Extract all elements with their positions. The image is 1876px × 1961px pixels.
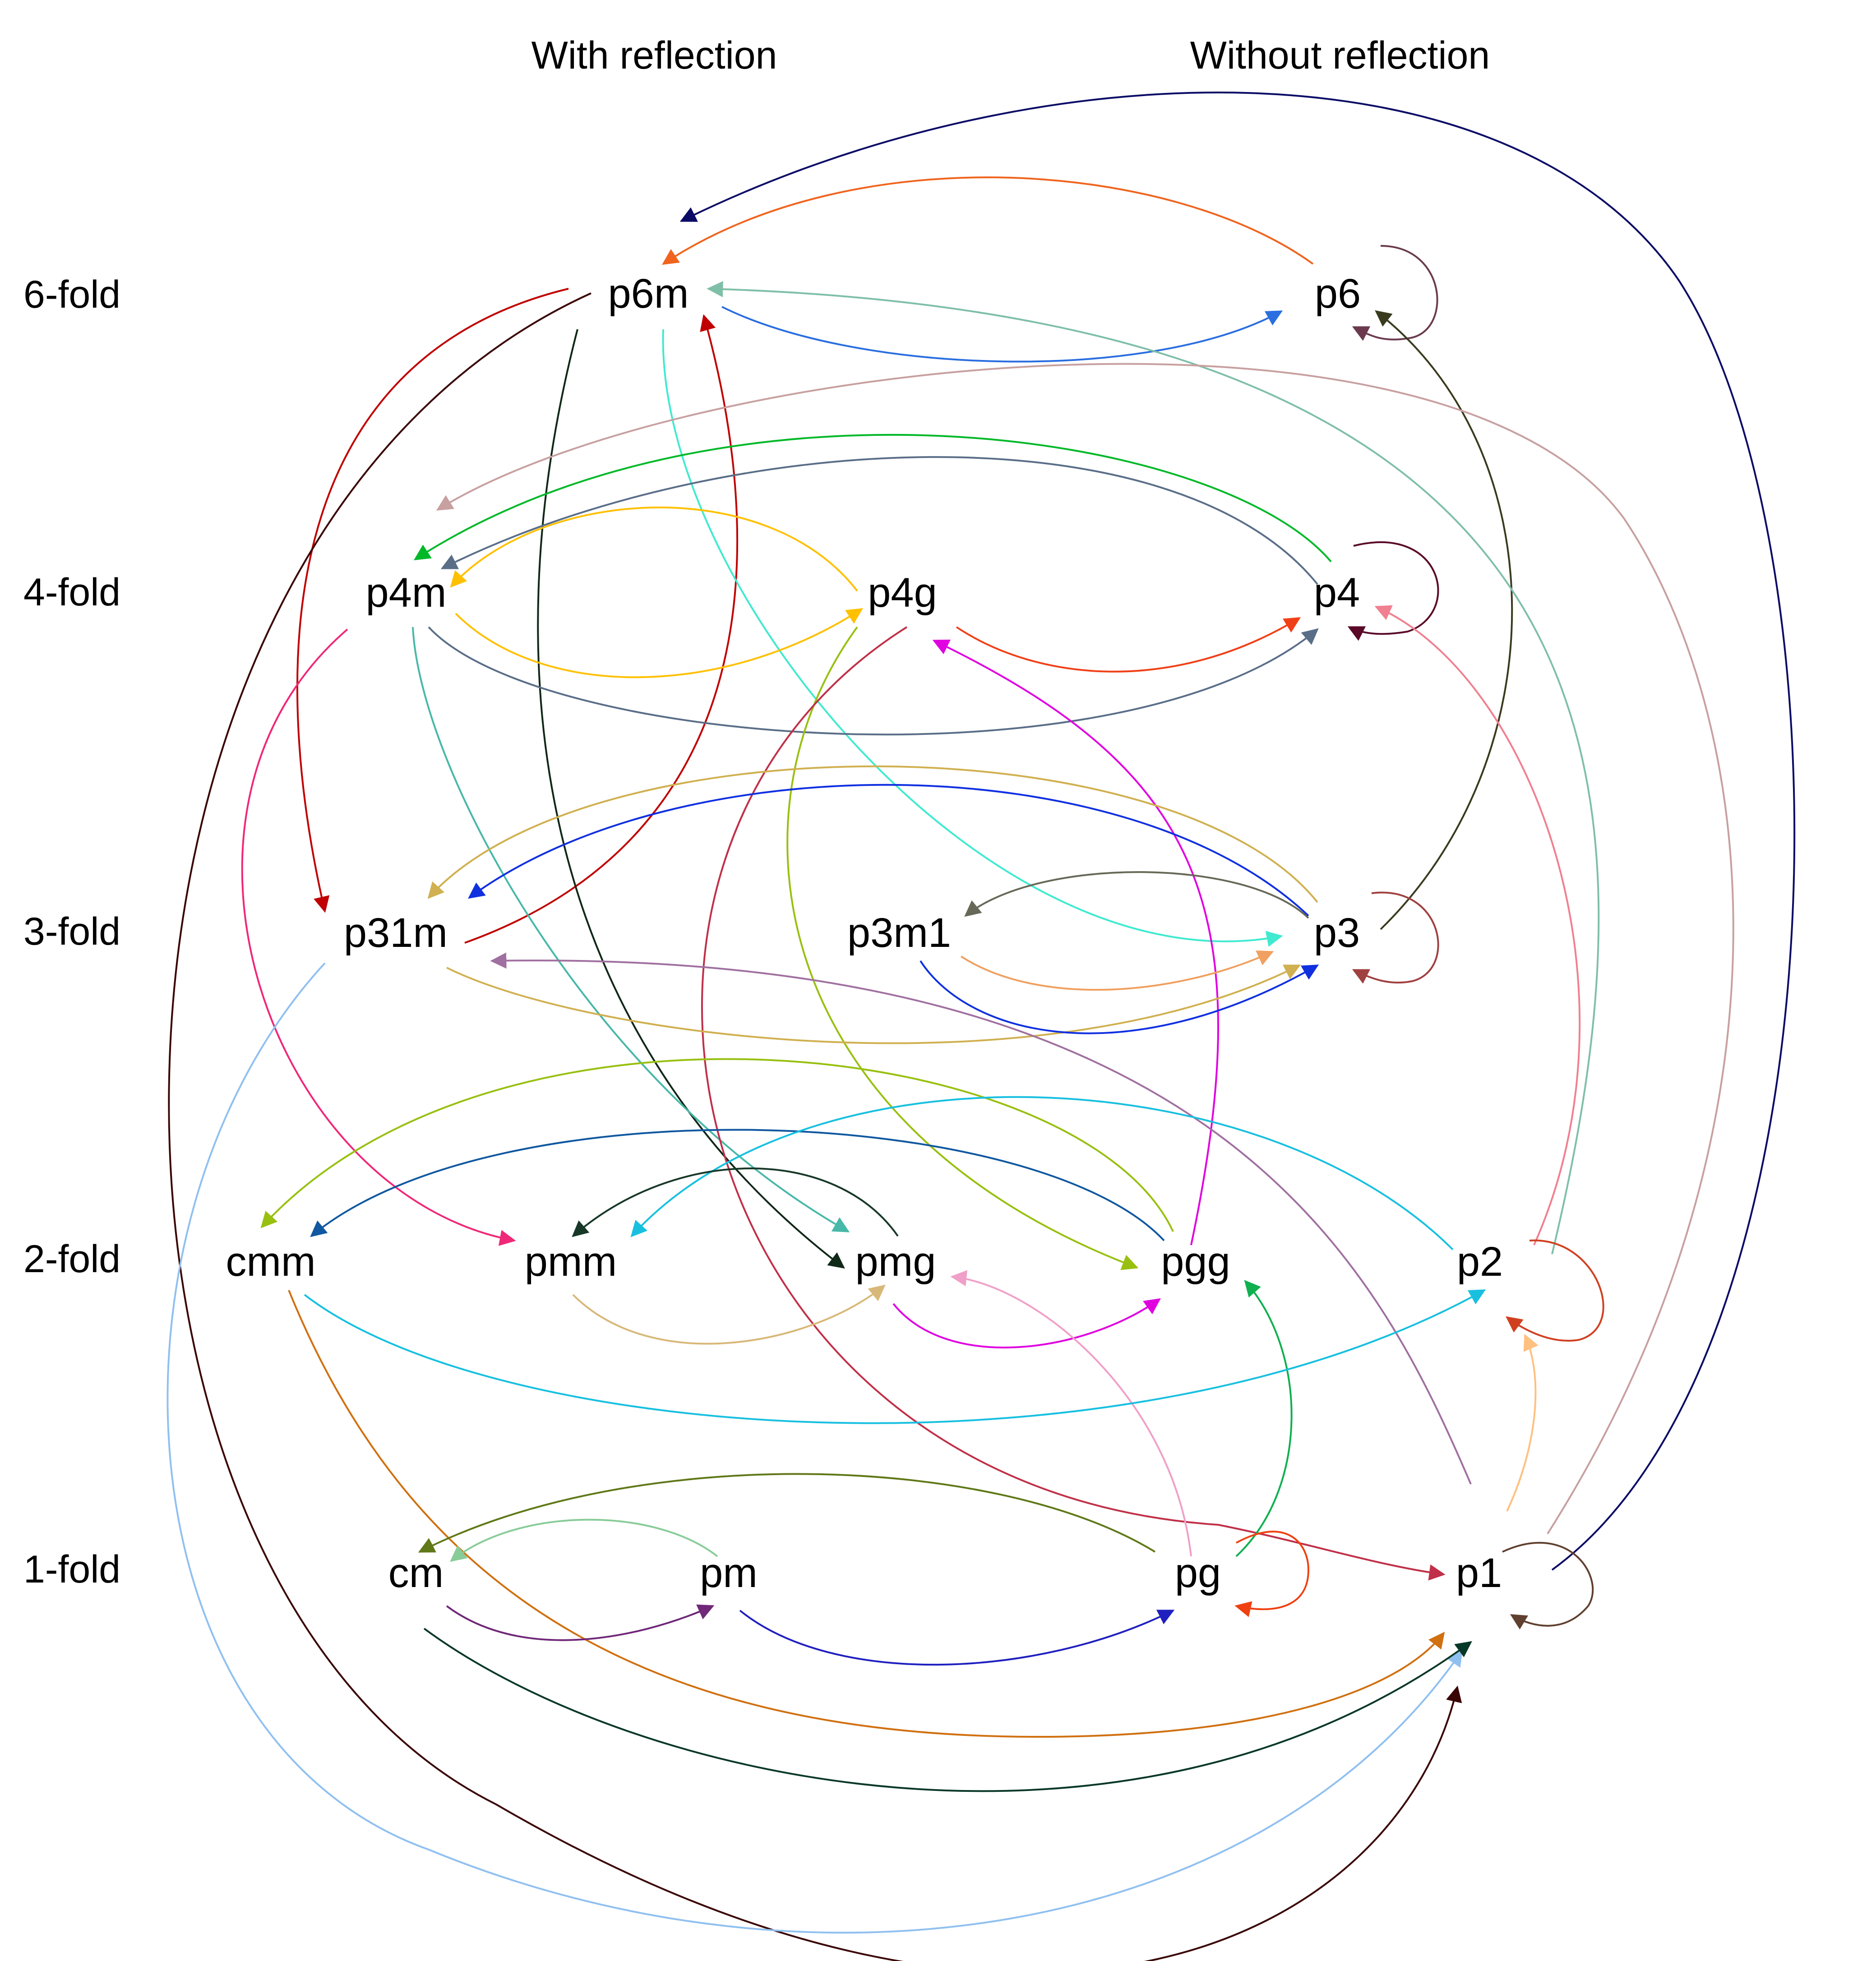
node-pmg: pmg <box>855 1239 936 1285</box>
node-cm: cm <box>388 1550 444 1596</box>
edge-p4-to-p4 <box>1347 541 1439 641</box>
edge-p3-to-p31m <box>468 784 1309 917</box>
edge-p2-to-p6m <box>707 281 1600 1255</box>
row-header-6-fold: 6-fold <box>23 273 120 316</box>
node-p6m: p6m <box>608 271 689 317</box>
edge-p1-to-p2 <box>1506 1333 1539 1512</box>
edge-pmg-to-pmm <box>572 1167 899 1237</box>
edge-p1-to-p6m <box>679 92 1796 1571</box>
edge-pg-to-cm <box>418 1473 1156 1553</box>
node-pm: pm <box>700 1550 758 1596</box>
edge-p3-to-p31m <box>427 765 1318 903</box>
edge-p3-to-p3m1 <box>964 871 1309 919</box>
edge-p3m1-to-p3 <box>960 951 1274 991</box>
node-pg: pg <box>1175 1550 1221 1596</box>
edge-cm-to-pm <box>446 1604 715 1641</box>
node-pmm: pmm <box>525 1239 617 1285</box>
node-p2: p2 <box>1457 1239 1503 1285</box>
column-header-without-reflection: Without reflection <box>1190 34 1490 77</box>
edge-p4m-to-pmm <box>241 628 516 1246</box>
edge-p3-to-p3 <box>1352 891 1439 984</box>
edge-pmg-to-pgg <box>892 1298 1161 1349</box>
edge-p4m-to-p4 <box>428 626 1319 736</box>
edge-p2-to-p2 <box>1506 1239 1604 1342</box>
edge-pm-to-pg <box>739 1610 1175 1666</box>
edge-p4-to-p4m <box>440 456 1318 585</box>
node-p3m1: p3m1 <box>847 910 951 956</box>
edge-p4-to-p4m <box>413 434 1332 563</box>
edge-pgg-to-cmm <box>260 1058 1174 1232</box>
edge-pgg-to-p4g <box>932 639 1219 1246</box>
edge-pgg-to-cmm <box>310 1129 1165 1241</box>
edge-p6m-to-p1 <box>168 292 1462 1961</box>
edge-p4g-to-p1 <box>701 626 1446 1581</box>
edge-cmm-to-p1 <box>288 1290 1445 1738</box>
edge-pg-to-pgg <box>1235 1280 1293 1557</box>
node-pgg: pgg <box>1161 1239 1230 1285</box>
node-p3: p3 <box>1314 910 1360 956</box>
edge-pm-to-cm <box>450 1518 718 1562</box>
row-header-2-fold: 2-fold <box>23 1237 120 1281</box>
edge-p3-to-p6 <box>1375 310 1513 930</box>
node-p4g: p4g <box>868 570 937 616</box>
edge-p4m-to-p4g <box>455 608 864 678</box>
edge-p4m-to-pmg <box>412 627 850 1232</box>
edge-cm-to-p1 <box>423 1628 1472 1792</box>
node-p4m: p4m <box>366 570 447 616</box>
edge-p4g-to-pgg <box>786 626 1139 1270</box>
node-p4: p4 <box>1314 570 1360 616</box>
edge-pg-to-pmg <box>950 1270 1192 1557</box>
edge-p2-to-p4 <box>1374 605 1581 1246</box>
edge-p6m-to-pmg <box>537 329 845 1269</box>
edge-p6-to-p6m <box>661 176 1314 265</box>
edge-p4g-to-p4m <box>450 507 858 592</box>
edge-p6m-to-p3 <box>662 329 1283 947</box>
edge-p1-to-p1 <box>1502 1541 1594 1630</box>
row-header-3-fold: 3-fold <box>23 910 120 953</box>
edge-p1-to-p4m <box>436 363 1734 1535</box>
edge-p31m-to-p6m <box>464 314 739 944</box>
edge-pmm-to-pmg <box>572 1284 886 1345</box>
edge-p3m1-to-p3 <box>920 960 1319 1034</box>
edges-layer <box>166 92 1796 1961</box>
column-header-with-reflection: With reflection <box>531 34 777 77</box>
edge-p6m-to-p31m <box>296 288 569 913</box>
row-header-1-fold: 1-fold <box>23 1548 120 1591</box>
edge-p6m-to-p6 <box>721 306 1283 363</box>
edge-p2-to-pmm <box>630 1096 1454 1250</box>
nodes-layer: p6m p6 p4m p4g p4 p31m p3m1 p3 cmm pmm p… <box>226 271 1503 1596</box>
edge-p31m-to-p1 <box>166 962 1463 1934</box>
edge-p6-to-p6 <box>1352 245 1438 341</box>
edge-cmm-to-p2 <box>304 1289 1486 1424</box>
edge-p4g-to-p4 <box>956 617 1301 673</box>
edge-p1-to-p31m <box>490 952 1472 1485</box>
node-p1: p1 <box>1456 1550 1502 1596</box>
edge-p31m-to-p3 <box>446 964 1301 1044</box>
edge-pg-to-pg <box>1234 1531 1310 1617</box>
node-p6: p6 <box>1315 271 1361 317</box>
node-p31m: p31m <box>344 910 448 956</box>
node-cmm: cmm <box>226 1239 315 1285</box>
row-header-4-fold: 4-fold <box>23 571 120 614</box>
